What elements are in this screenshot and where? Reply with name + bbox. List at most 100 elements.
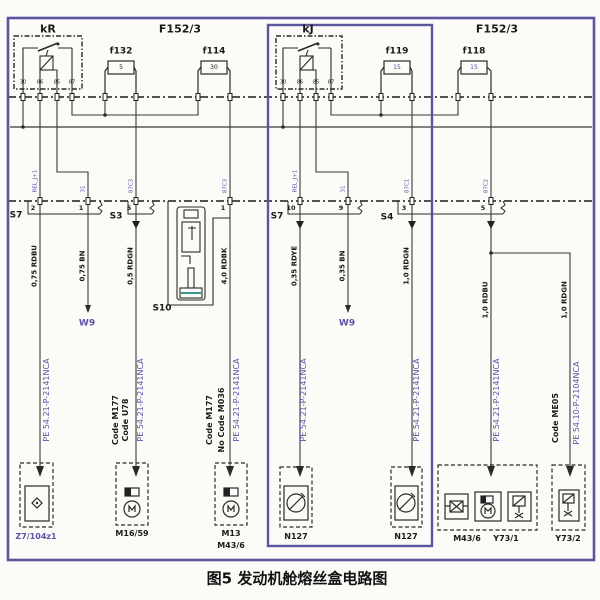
code-label: No Code M036 (217, 387, 226, 453)
pin-number: 10 (286, 203, 296, 212)
wire-10-RDGN-branch (491, 252, 571, 466)
component-M43-6-Y73-1 (437, 464, 538, 531)
motor-M-glyph (484, 506, 492, 514)
fusebox-title-right: F152/3 (475, 22, 519, 36)
bracket-S3 (127, 201, 152, 215)
fuses (104, 60, 492, 97)
fuse-f118-label: f118 (462, 46, 486, 57)
wire-label: 0,5 RDGN (126, 247, 135, 285)
ground-arrows (85, 305, 351, 313)
component-id-M43-6: M43/6 (217, 541, 245, 550)
component-N127-1 (279, 466, 313, 528)
fuse-f114-label: f114 (202, 46, 226, 57)
splice-S10-label: S10 (152, 303, 172, 314)
connector-S7-right-label: S7 (270, 211, 284, 222)
connector-sleeve-symbols (132, 221, 495, 229)
motor-M-glyph (227, 504, 235, 512)
wire-kJ87-to-f118 (330, 97, 459, 116)
kJ-pin-87: 87 (327, 79, 335, 86)
component-symbols (19, 462, 586, 531)
pe-reference: PE 54.21-P-2141NCA (492, 358, 501, 442)
bus-lines (8, 96, 594, 202)
component-Z7-104z1 (19, 462, 54, 528)
ground-W9-left: W9 (78, 318, 96, 329)
kJ-pin-86: 86 (296, 79, 304, 86)
circuit-code: REL_J+1 (292, 169, 299, 193)
wire-label: 0,75 BN (78, 250, 87, 282)
pin-number: 1 (220, 203, 226, 212)
ground-arrow-icon (345, 305, 351, 313)
component-id-Y73-1: Y73/1 (493, 534, 519, 543)
pin-number: 9 (338, 203, 344, 212)
wire-label: 1,0 RDGN (560, 281, 569, 319)
relay-kJ (275, 35, 343, 97)
wire-label: 1,0 RDBU (481, 281, 490, 319)
fuse-f114-rating: 30 (210, 64, 218, 71)
pin-number: 5 (126, 203, 132, 212)
kR-pin-87: 87 (68, 79, 76, 86)
drop-kR85 (56, 97, 89, 201)
component-id-N127: N127 (284, 532, 308, 541)
connector-S4-label: S4 (380, 212, 394, 223)
fusebox-title-left: F152/3 (158, 22, 202, 36)
solenoid-valve-glyph (512, 495, 526, 519)
control-unit-glyph (398, 492, 416, 511)
fuse-f132-label: f132 (109, 46, 133, 57)
connector-brackets (27, 200, 506, 215)
component-N127-2 (390, 466, 423, 528)
circuit-code: 87C2 (483, 178, 490, 194)
wire-kR87-to-f114 (71, 97, 199, 116)
fuse-f118-rating: 15 (470, 64, 478, 71)
wire-label: 4,0 RDBK (220, 247, 229, 285)
outer-frame (6, 16, 596, 562)
pe-reference: PE 54.21-P-2141NCA (232, 358, 241, 442)
ground-arrow-icon (85, 305, 91, 313)
valve-x-glyph (445, 500, 468, 513)
pe-reference: PE 54.21-P-2141NCA (412, 358, 421, 442)
component-id-Y73-2: Y73/2 (555, 534, 581, 543)
pe-reference: PE 54.10-P-2104NCA (572, 361, 581, 445)
wire-label: 0,75 RDBU (30, 245, 39, 287)
bus-terminals (20, 93, 494, 205)
pin-number: 5 (480, 203, 486, 212)
bracket-S7-left (27, 201, 100, 215)
component-id-M16-59: M16/59 (115, 529, 149, 538)
figure-caption: 图5 发动机舱熔丝盒电路图 (206, 569, 388, 588)
pin-number: 3 (401, 203, 407, 212)
bracket-S4 (397, 201, 503, 215)
code-label: Code M177 (111, 395, 120, 445)
pin-number: 1 (78, 203, 84, 212)
connector-S7-left-label: S7 (9, 210, 23, 221)
coil-symbol (500, 200, 506, 215)
fuse-f114 (197, 60, 231, 97)
motor-M-glyph (128, 504, 136, 512)
frames (6, 16, 596, 562)
coil-symbol (357, 200, 363, 215)
circuit-code: 87C3 (222, 178, 229, 194)
connector-sleeve-icon (31, 497, 43, 509)
relay-kR-label: kR (40, 22, 56, 36)
control-unit-glyph (288, 492, 306, 511)
solenoid-valve-glyph (562, 493, 575, 517)
fuse-f119-label: f119 (385, 46, 409, 57)
connector-S3-label: S3 (109, 211, 123, 222)
relay-kJ-label: kJ (302, 22, 314, 36)
circuit-code: 31 (340, 185, 347, 193)
drop-kJ85 (315, 97, 349, 201)
code-label: Code U78 (121, 398, 130, 442)
fuse-f119-rating: 15 (393, 64, 401, 71)
component-M13 (214, 462, 248, 526)
kR-pin-85: 85 (53, 79, 61, 86)
circuit-code: REL_J+1 (32, 169, 39, 193)
splice-S10 (167, 201, 230, 306)
wire-label: 0,35 RDYE (290, 245, 299, 287)
code-label: Code M177 (205, 395, 214, 445)
component-id-M13: M13 (221, 529, 241, 538)
output-wires (39, 201, 571, 466)
circuit-code: 31 (80, 185, 87, 193)
fuse-f119 (380, 60, 413, 97)
pe-reference: PE 54.21-P-2141NCA (136, 358, 145, 442)
circuit-code: 87C1 (404, 178, 411, 194)
